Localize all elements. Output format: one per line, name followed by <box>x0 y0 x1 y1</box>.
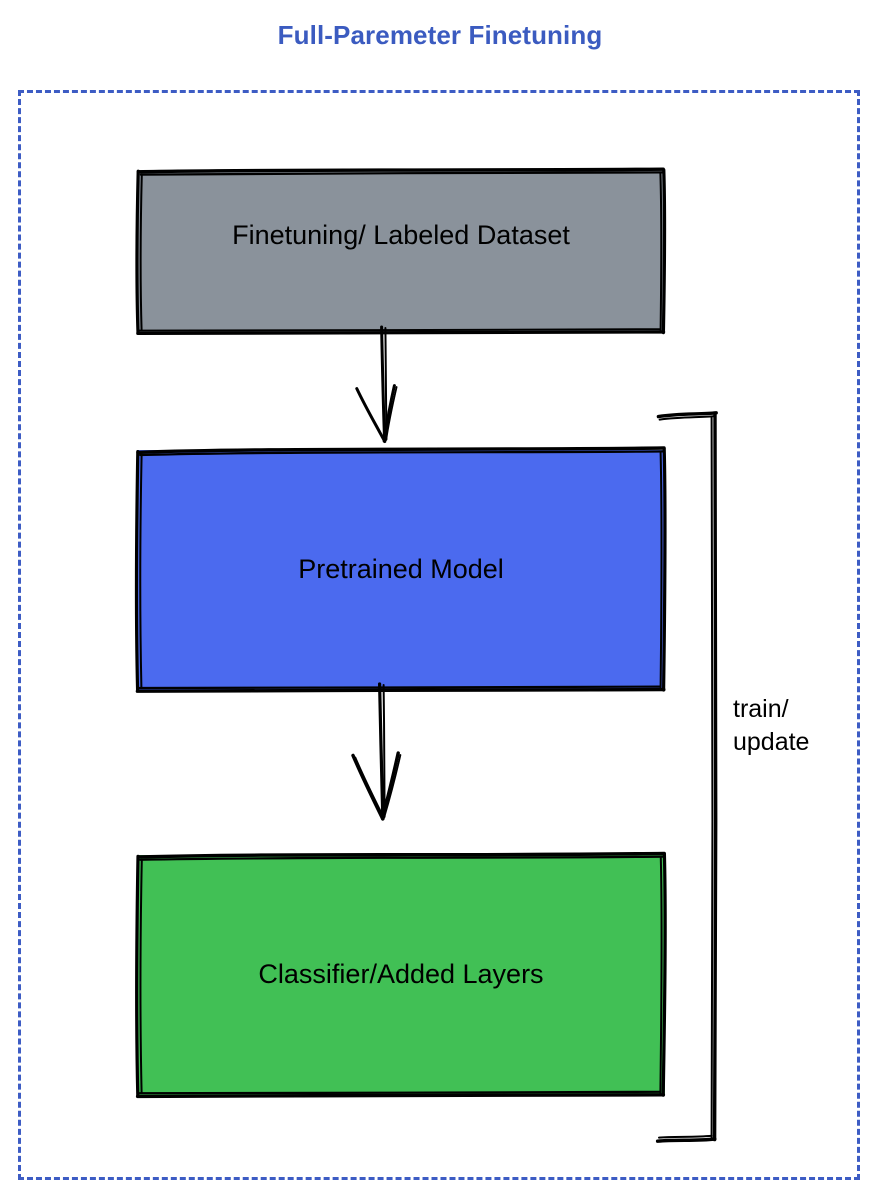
node-classifier-label: Classifier/Added Layers <box>258 959 544 989</box>
dashed-boundary-container <box>18 90 860 1180</box>
node-classifier[interactable]: Classifier/Added Layers <box>135 851 667 1099</box>
node-pretrained-label: Pretrained Model <box>298 554 504 584</box>
node-classifier-fill <box>137 855 665 1095</box>
node-dataset-label: Finetuning/ Labeled Dataset <box>232 220 570 250</box>
feedback-loop-label-line1: train/ <box>733 695 789 723</box>
node-dataset[interactable]: Finetuning/ Labeled Dataset <box>135 167 667 335</box>
diagram-title: Full-Paremeter Finetuning <box>277 20 603 50</box>
node-dataset-fill <box>137 170 665 333</box>
node-pretrained-fill <box>137 450 665 690</box>
node-pretrained[interactable]: Pretrained Model <box>134 446 667 693</box>
feedback-loop-label: train/ update <box>733 693 853 759</box>
feedback-loop-label-line2: update <box>733 728 810 756</box>
